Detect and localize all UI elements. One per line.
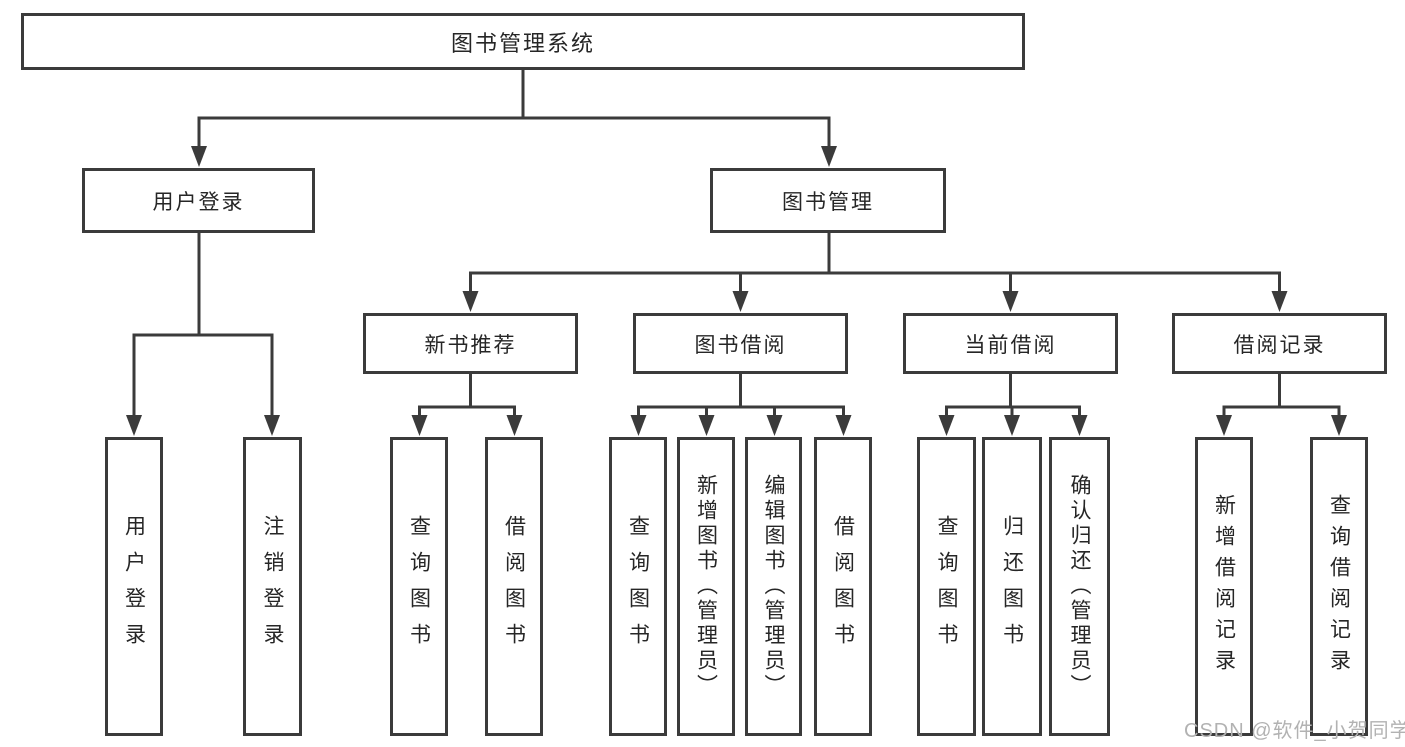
node-borrow-records: 借阅记录 [1172, 313, 1387, 374]
leaf-add-borrow-record: 新增借阅记录 [1195, 437, 1253, 736]
leaf-query-books-3-label: 查询图书 [935, 514, 958, 659]
node-root: 图书管理系统 [21, 13, 1025, 70]
node-book-management: 图书管理 [710, 168, 946, 233]
leaf-query-borrow-record: 查询借阅记录 [1310, 437, 1368, 736]
node-book-borrow: 图书借阅 [633, 313, 848, 374]
leaf-borrow-books-1: 借阅图书 [485, 437, 543, 736]
node-new-book-recommend: 新书推荐 [363, 313, 578, 374]
leaf-query-borrow-record-label: 查询借阅记录 [1327, 493, 1351, 680]
leaf-query-books-2-label: 查询图书 [626, 514, 650, 659]
leaf-logout-login-label: 注销登录 [261, 514, 284, 659]
leaf-query-books-1: 查询图书 [390, 437, 448, 736]
leaf-add-books-admin-label: 新增图书（管理员） [694, 474, 718, 699]
leaf-return-books-label: 归还图书 [1000, 514, 1024, 659]
leaf-logout-login: 注销登录 [243, 437, 302, 736]
leaf-query-books-2: 查询图书 [609, 437, 667, 736]
node-user-login: 用户登录 [82, 168, 315, 233]
node-borrow-records-label: 借阅记录 [1233, 333, 1326, 357]
node-current-borrow: 当前借阅 [903, 313, 1118, 374]
leaf-user-login-label: 用户登录 [122, 514, 146, 659]
leaf-borrow-books-2: 借阅图书 [814, 437, 872, 736]
node-book-borrow-label: 图书借阅 [694, 333, 787, 357]
node-user-login-label: 用户登录 [152, 190, 245, 214]
leaf-edit-books-admin-label: 编辑图书（管理员） [762, 474, 785, 699]
node-book-management-label: 图书管理 [782, 190, 874, 214]
node-new-book-recommend-label: 新书推荐 [424, 333, 517, 357]
leaf-confirm-return-admin: 确认归还（管理员） [1049, 437, 1110, 736]
leaf-user-login: 用户登录 [105, 437, 163, 736]
node-root-label: 图书管理系统 [450, 30, 595, 56]
leaf-add-borrow-record-label: 新增借阅记录 [1212, 493, 1236, 680]
leaf-borrow-books-2-label: 借阅图书 [831, 514, 855, 659]
leaf-edit-books-admin: 编辑图书（管理员） [745, 437, 802, 736]
node-current-borrow-label: 当前借阅 [964, 333, 1057, 357]
leaf-confirm-return-admin-label: 确认归还（管理员） [1068, 474, 1091, 699]
leaf-return-books: 归还图书 [982, 437, 1042, 736]
leaf-query-books-3: 查询图书 [917, 437, 976, 736]
watermark-text: CSDN @软件_小贺同学 [1184, 720, 1405, 742]
leaf-query-books-1-label: 查询图书 [407, 514, 431, 659]
leaf-borrow-books-1-label: 借阅图书 [502, 514, 526, 659]
leaf-add-books-admin: 新增图书（管理员） [677, 437, 735, 736]
